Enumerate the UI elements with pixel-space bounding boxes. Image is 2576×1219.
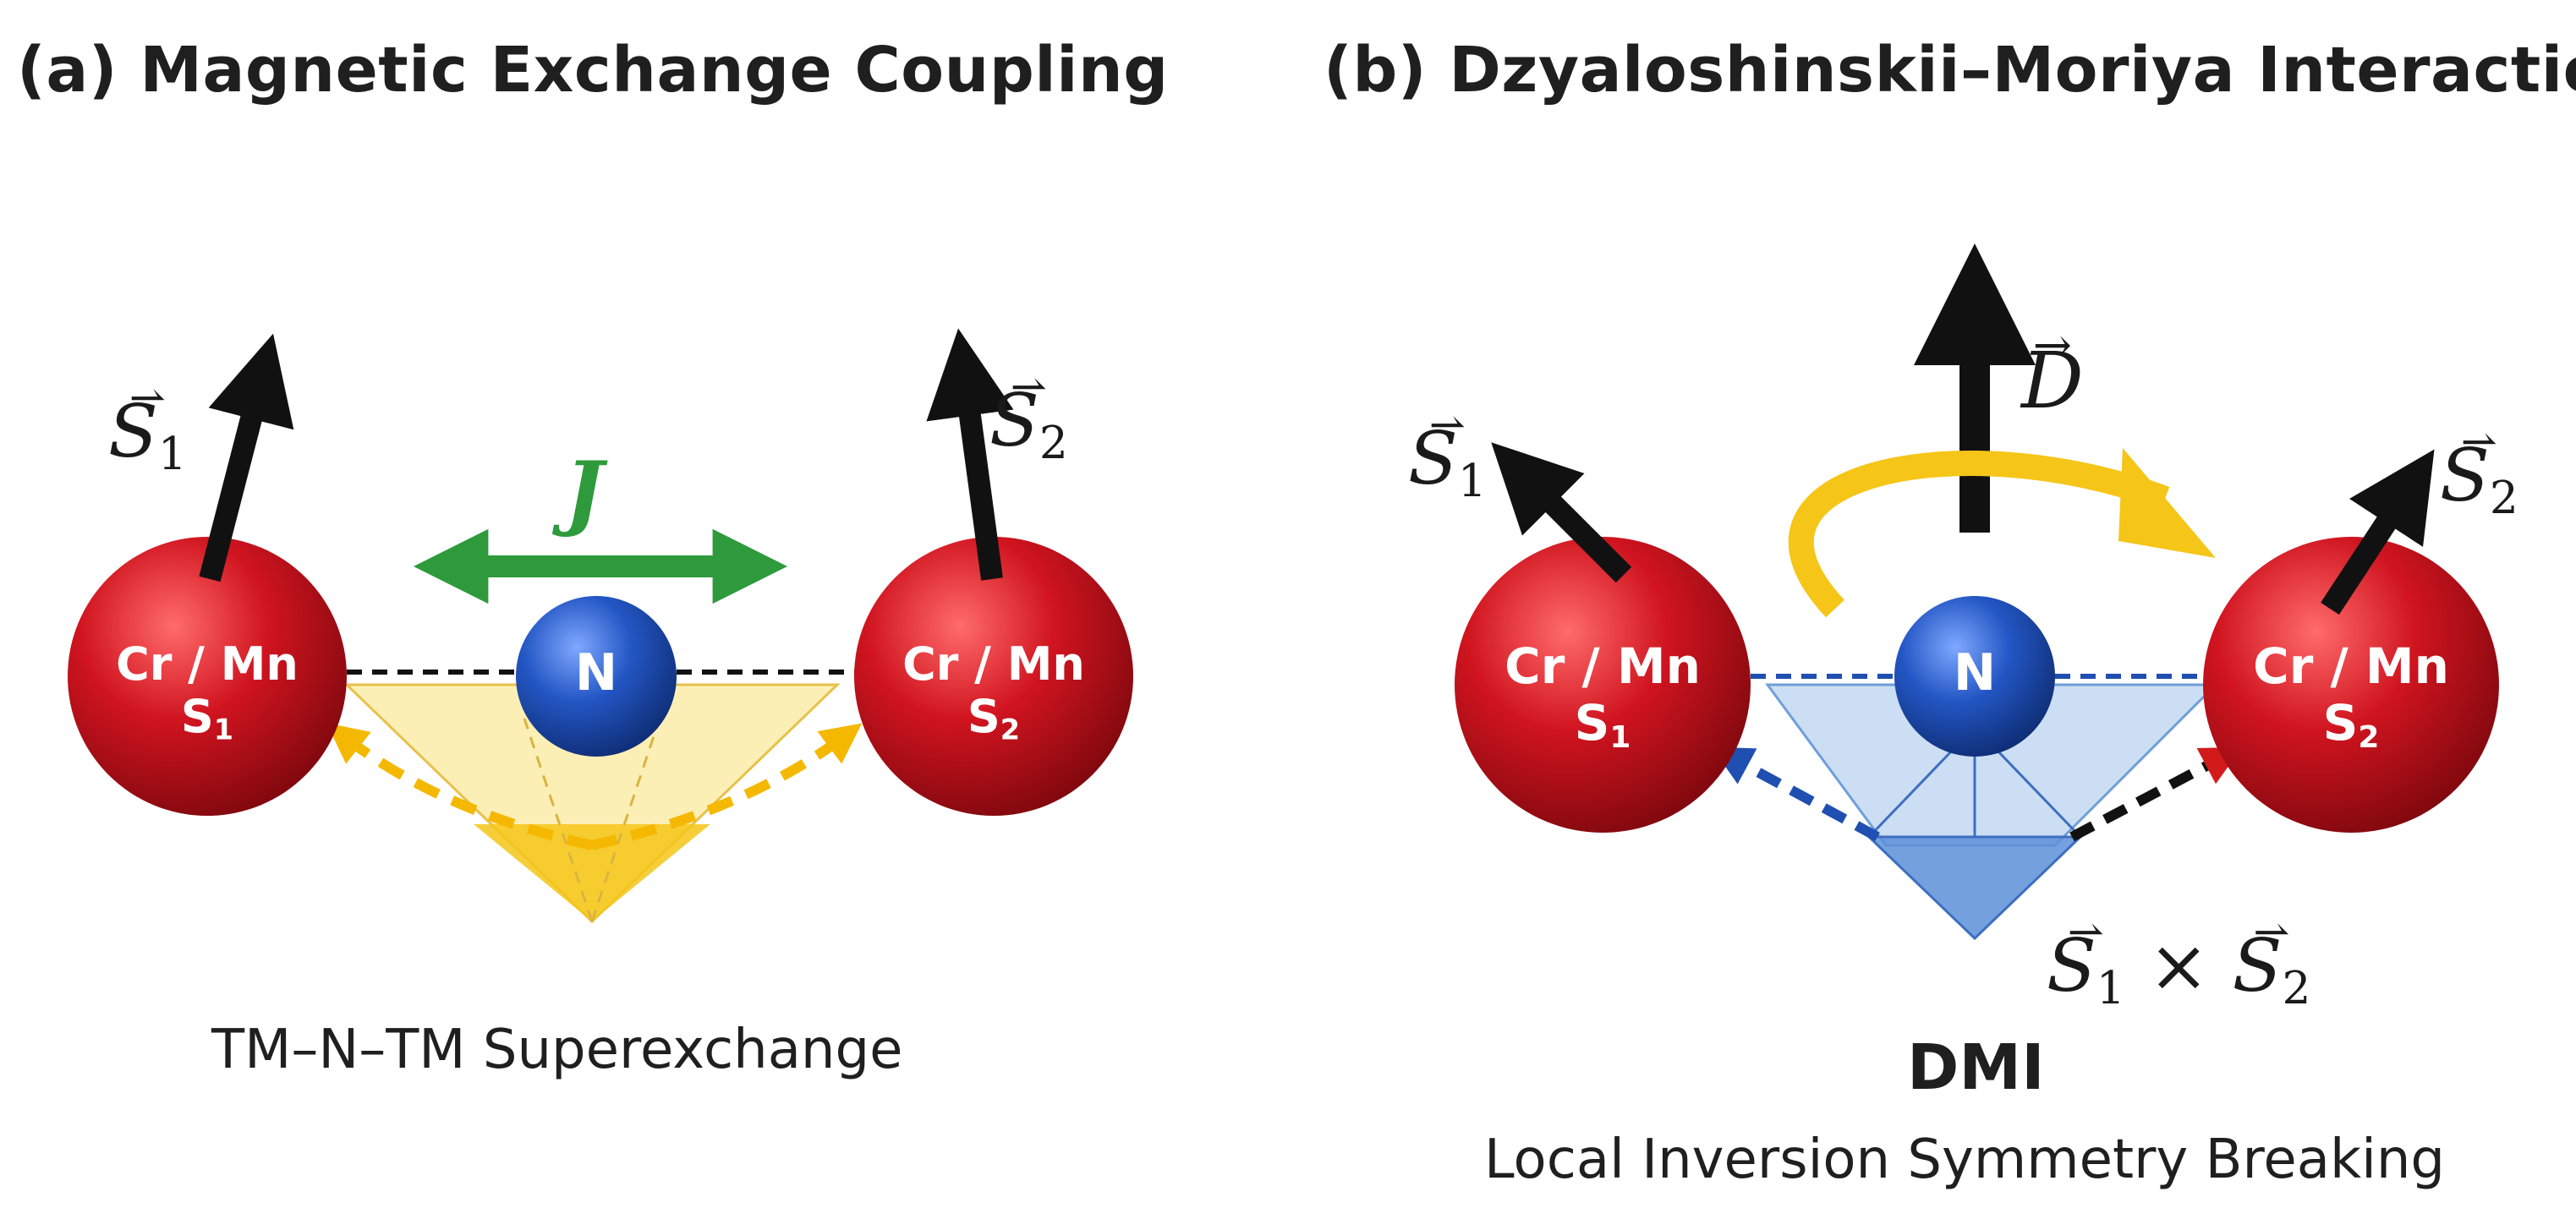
panel-a-caption: TM–N–TM Superexchange [211,1019,903,1081]
atom-left-sphere [68,537,347,816]
panel-b-subcaption: Local Inversion Symmetry Breaking [1484,1129,2446,1191]
cross-product-label: ⇀S1 × ⇀S2 [2047,907,2311,1014]
superexchange-lower-wedge [474,824,710,921]
dmi-atom-center-sphere [1894,596,2055,757]
panel-a-graphic [68,328,1133,924]
atom-right-label: Cr / Mn S2 [902,637,1085,746]
atom-left-label: Cr / Mn S1 [116,637,299,746]
panel-b-graphic [1455,243,2499,941]
spin-arrow-s2 [926,328,1014,581]
dmi-spin-arrow-s2 [2321,449,2435,615]
dmi-atom-left-label: Cr / Mn S1 [1504,637,1701,755]
dmi-rotation-arrowhead [2118,448,2216,558]
dmi-rotation-arrow [1788,451,2170,618]
dmi-atom-right-sphere [2203,537,2499,833]
atom-center-sphere [516,596,677,757]
dmi-path-right [2069,746,2243,842]
panel-a-title: (a) Magnetic Exchange Coupling [17,34,1169,107]
spin-label-s2: ⇀S2 [989,362,1068,469]
panel-b-title: (b) Dzyaloshinskii–Moriya Interaction [1324,34,2576,107]
dmi-atom-center-label: N [1953,643,1997,702]
dmi-path-left [1711,746,1880,842]
exchange-coupling-label: J [565,444,604,539]
spin-label-s1: ⇀S1 [108,373,187,480]
dmi-atom-left-sphere [1455,537,1751,833]
dmi-spin-label-s2: ⇀S2 [2440,417,2518,524]
exchange-path-left [326,723,594,850]
atom-center-label: N [574,643,618,702]
atom-right-sphere [854,537,1133,816]
dm-vector-label: →D [2021,318,2084,426]
dmi-spin-label-s1: ⇀S1 [1408,400,1487,507]
panel-b-caption: DMI [1907,1031,2045,1104]
exchange-path-right [590,723,863,850]
spin-arrow-s1 [199,333,294,582]
dmi-spin-arrow-s1 [1491,442,1632,583]
dmi-atom-right-label: Cr / Mn S2 [2253,637,2449,755]
